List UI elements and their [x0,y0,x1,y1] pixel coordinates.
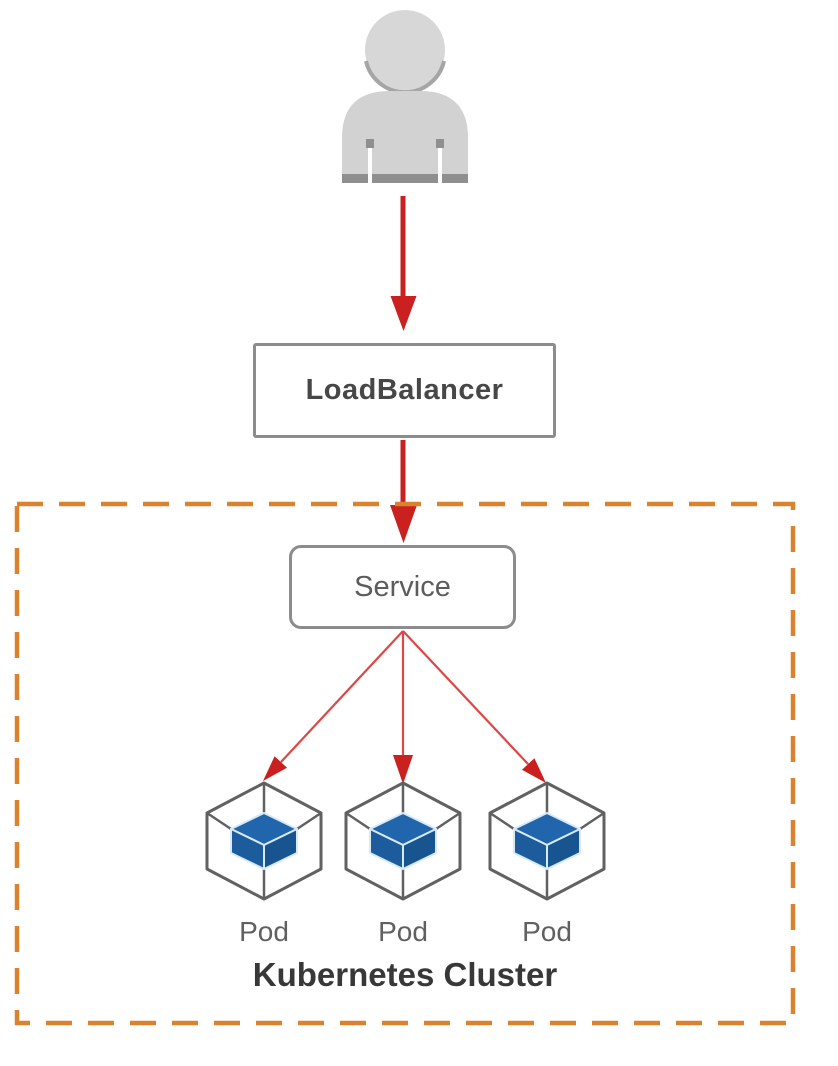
kubernetes-cluster-boundary [14,501,796,1026]
pod-label-3: Pod [522,916,572,947]
arrow-service-to-pod-2 [393,631,413,784]
arrowhead-icon [390,296,417,331]
kubernetes-cluster-label: Kubernetes Cluster [252,956,558,993]
arrowhead-icon [393,755,413,784]
arrow-service-to-pod-3 [402,630,546,783]
arrow-user-to-loadbalancer [390,196,417,331]
user-left-hand [366,139,374,148]
arrow-shaft [280,630,404,763]
user-body [342,91,468,183]
user-head [365,10,445,90]
pod-label-1: Pod [239,916,289,947]
pod-cube-icon [344,781,462,901]
user-body-base [342,174,468,183]
user-right-arm-gap [438,148,442,183]
loadbalancer-node: LoadBalancer [253,343,556,438]
service-label: Service [354,570,451,603]
user-icon [342,10,468,183]
pod-cube-icon [205,781,323,901]
arrowhead-icon [390,505,417,543]
arrow-shaft [402,630,529,765]
pod-cube-icon [488,781,606,901]
arrowhead-icon [263,756,287,781]
arrow-loadbalancer-to-service [390,440,417,543]
loadbalancer-label: LoadBalancer [305,374,504,406]
user-left-arm-gap [368,148,372,183]
arrowhead-icon [522,758,546,783]
service-node: Service [289,545,516,629]
arrow-service-to-pod-1 [263,630,404,781]
user-right-hand [436,139,444,148]
pod-label-2: Pod [378,916,428,947]
